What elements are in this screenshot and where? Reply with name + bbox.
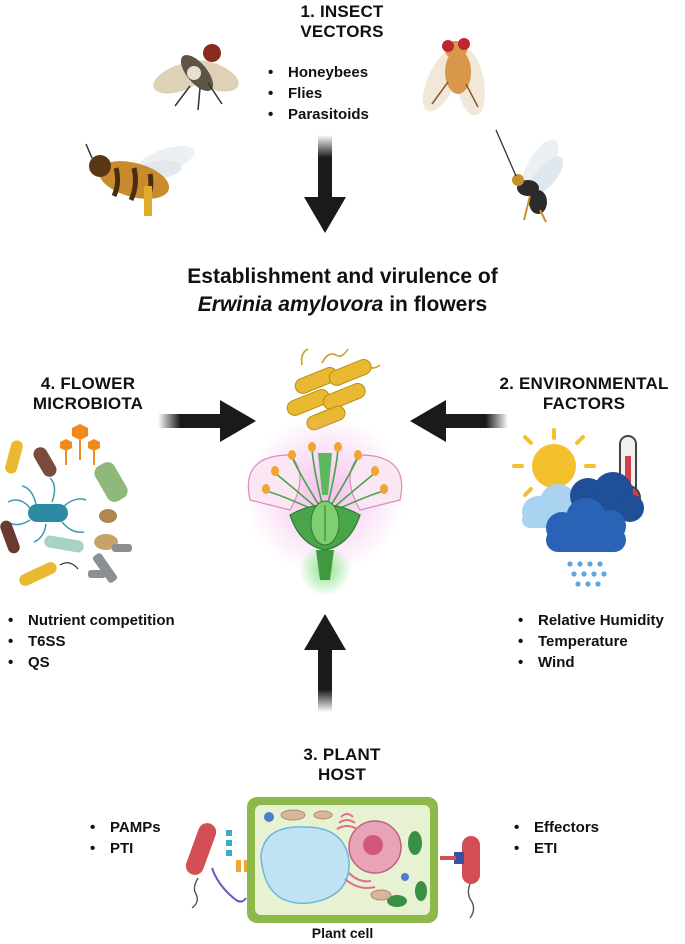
list-item: Flies (268, 83, 369, 104)
diagram-title: Establishment and virulence of Erwinia a… (0, 263, 685, 319)
flower-microbiota-heading: 4. FLOWER MICROBIOTA (18, 374, 158, 414)
list-item: PAMPs (90, 817, 161, 838)
list-item: ETI (514, 838, 599, 859)
flower-microbiota-heading-line2: MICROBIOTA (32, 394, 144, 413)
environmental-factors-heading: 2. ENVIRONMENTAL FACTORS (484, 374, 684, 414)
title-line2-rest: in flowers (383, 293, 488, 316)
insect-vectors-heading-line1: 1. INSECT (300, 2, 384, 21)
flower-icon (245, 348, 405, 596)
list-item: Honeybees (268, 62, 369, 83)
plant-host-heading-line2: HOST (317, 765, 367, 784)
plant-host-heading-line1: 3. PLANT (303, 745, 381, 764)
flower-microbiota-list: Nutrient competition T6SS QS (8, 610, 175, 673)
flower-microbiota-heading-line1: 4. FLOWER (40, 374, 136, 393)
list-item: Nutrient competition (8, 610, 175, 631)
honeybee-icon (85, 143, 195, 216)
insect-vectors-list: Honeybees Flies Parasitoids (268, 62, 369, 125)
microbiota-influence-arrow (158, 400, 256, 442)
plant-host-effector-list: Effectors ETI (514, 817, 599, 859)
list-item: PTI (90, 838, 161, 859)
environmental-factors-heading-line1: 2. ENVIRONMENTAL (499, 374, 669, 393)
plant-cell-icon (247, 797, 438, 923)
effector-bacterium-icon (440, 836, 480, 919)
list-item: Relative Humidity (518, 610, 664, 631)
pamp-bacterium-icon (185, 823, 249, 909)
list-item: Temperature (518, 631, 664, 652)
fruit-fly-icon (422, 38, 485, 116)
list-item: Parasitoids (268, 104, 369, 125)
insect-vectors-heading: 1. INSECT VECTORS (272, 2, 412, 42)
sun-icon (512, 428, 596, 504)
weather-icon (512, 428, 644, 587)
title-line1: Establishment and virulence of (187, 265, 498, 288)
cloud-icon (522, 472, 644, 552)
list-item: QS (8, 652, 175, 673)
environmental-factors-list: Relative Humidity Temperature Wind (518, 610, 664, 673)
environmental-factors-heading-line2: FACTORS (542, 394, 626, 413)
plant-host-heading: 3. PLANT HOST (272, 745, 412, 785)
title-line2: Erwinia amylovora in flowers (0, 291, 685, 319)
rain-icon (567, 561, 607, 587)
insect-vectors-heading-line2: VECTORS (300, 22, 384, 41)
insect-influence-arrow (304, 135, 346, 233)
list-item: Wind (518, 652, 664, 673)
list-item: Effectors (514, 817, 599, 838)
parasitoid-wasp-icon (495, 129, 564, 223)
plant-host-pattern-list: PAMPs PTI (90, 817, 161, 859)
list-item: T6SS (8, 631, 175, 652)
plant-cell-caption: Plant cell (311, 925, 374, 941)
plant-host-influence-arrow (304, 614, 346, 712)
fly-icon (153, 44, 239, 111)
title-species-name: Erwinia amylovora (197, 293, 384, 316)
microbiota-icon (0, 424, 132, 586)
environment-influence-arrow (410, 400, 508, 442)
